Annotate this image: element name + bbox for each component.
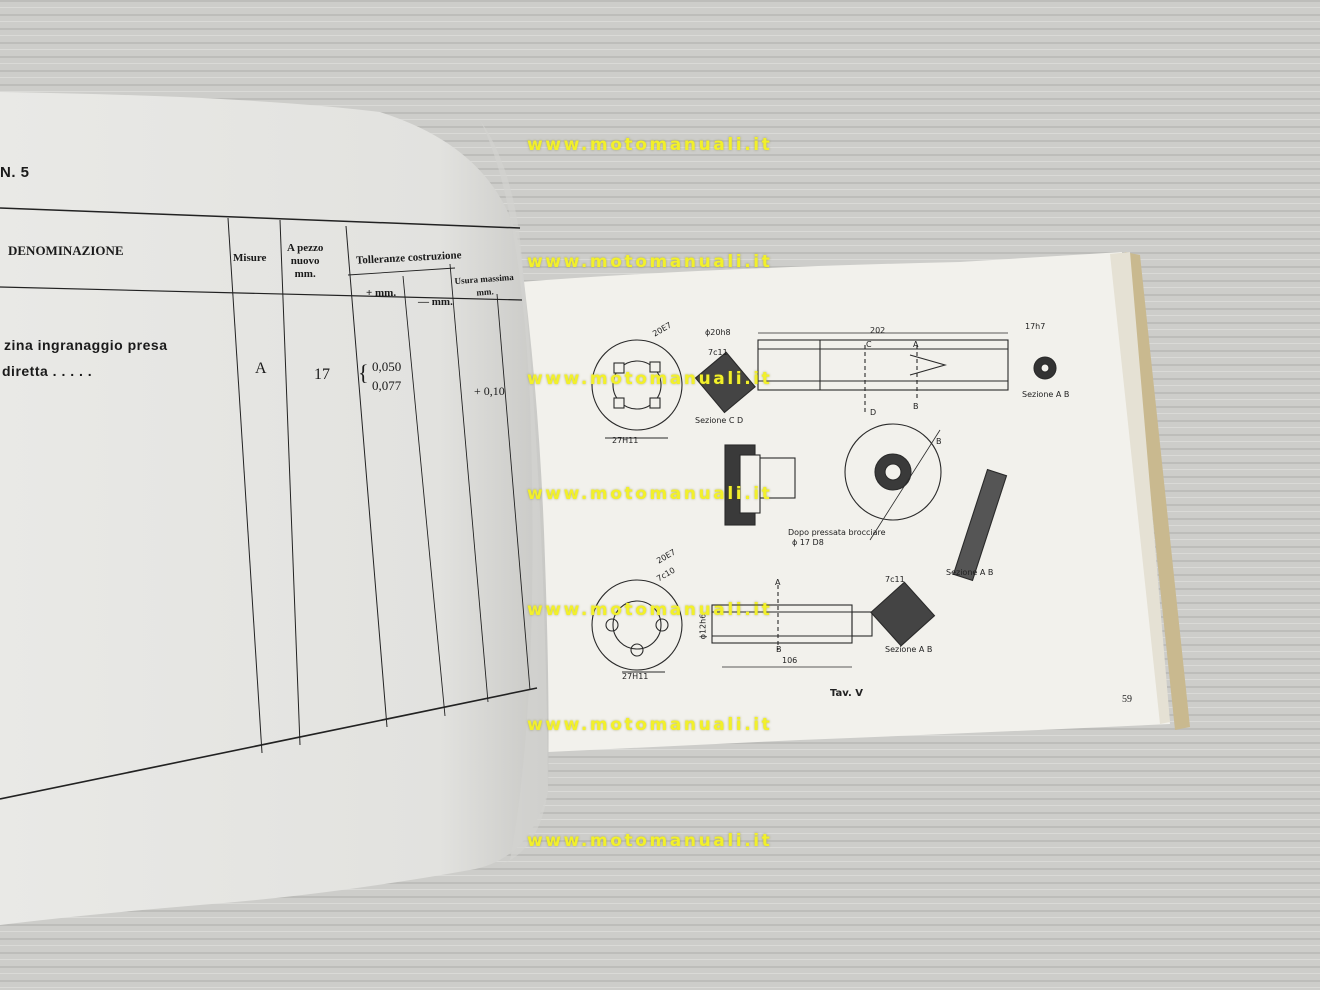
row-tolleranza-1: 0,050 <box>372 359 402 374</box>
label-27h11-top: 27H11 <box>612 436 639 445</box>
row-misura: A <box>255 360 267 377</box>
label-b-top: B <box>913 402 919 411</box>
watermark-1: www.motomanuali.it <box>527 135 773 155</box>
label-17h7: 17h7 <box>1025 322 1046 331</box>
watermark-5: www.motomanuali.it <box>527 600 773 620</box>
row-denominazione-2: diretta . . . . . <box>2 363 93 379</box>
label-17d8: ϕ 17 D8 <box>792 538 824 547</box>
label-20h8: ϕ20h8 <box>705 328 731 337</box>
row-pezzo: 17 <box>314 366 330 383</box>
header-plus: + mm. <box>366 287 397 299</box>
watermark-6: www.motomanuali.it <box>527 715 773 735</box>
label-tav: Tav. V <box>830 688 864 699</box>
row-tolleranza-brace: { <box>358 360 369 385</box>
label-7c11-bot: 7c11 <box>885 575 905 584</box>
watermark-4: www.motomanuali.it <box>527 484 773 504</box>
watermark-7: www.motomanuali.it <box>527 831 773 851</box>
page-number: 59 <box>1122 694 1132 705</box>
label-a-bot: A <box>775 578 781 587</box>
dim-106: 106 <box>782 656 798 665</box>
label-b-gear: B <box>936 437 942 446</box>
header-usura: Usura massima mm. <box>454 271 515 301</box>
label-c: C <box>866 340 872 349</box>
header-minus: — mm. <box>418 296 453 308</box>
label-sezione-ab-mid: Sezione A B <box>946 568 994 577</box>
watermark-3: www.motomanuali.it <box>527 369 773 389</box>
row-usura: + 0,10 <box>474 384 505 398</box>
label-sezione-cd: Sezione C D <box>695 416 744 425</box>
left-page <box>0 92 549 925</box>
row-tolleranza-2: 0,077 <box>372 378 402 393</box>
row-denominazione-1: zina ingranaggio presa <box>4 337 168 353</box>
dim-202: 202 <box>870 326 886 335</box>
label-d: D <box>870 408 877 417</box>
page-header: N. 5 <box>0 164 30 181</box>
header-pezzo-line-1: A pezzo <box>287 242 324 254</box>
header-pezzo-line-2: nuovo <box>290 255 320 267</box>
label-a-top: A <box>913 340 919 349</box>
header-misure: Misure <box>233 252 267 264</box>
header-pezzo-line-3: mm. <box>294 268 316 280</box>
watermark-2: www.motomanuali.it <box>527 252 773 272</box>
label-7c11-top: 7c11 <box>708 348 728 357</box>
header-pezzo: A pezzo nuovo mm. <box>287 242 323 281</box>
label-dopo-pressata: Dopo pressata brocciare <box>788 528 886 537</box>
header-denominazione: DENOMINAZIONE <box>8 243 124 258</box>
label-sezione-ab-top: Sezione A B <box>1022 390 1070 399</box>
label-b-bot: B <box>776 645 782 654</box>
label-27h11-bot: 27H11 <box>622 672 649 681</box>
label-sezione-ab-bot: Sezione A B <box>885 645 933 654</box>
